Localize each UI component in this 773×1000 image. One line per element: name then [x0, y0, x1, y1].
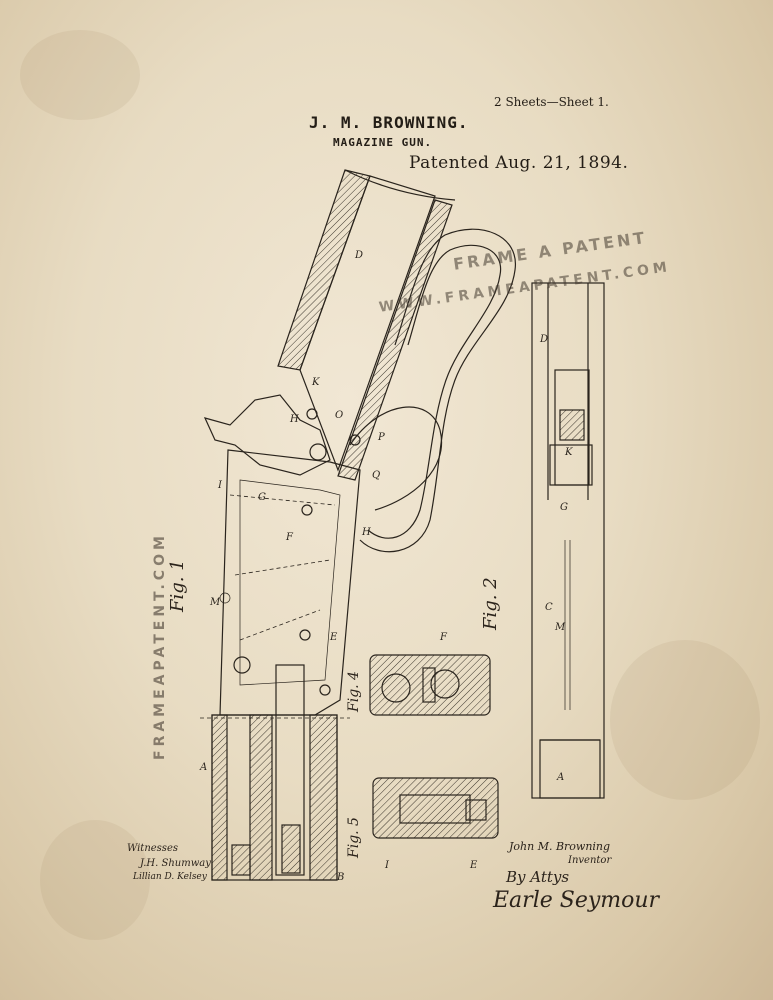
inventor-caption: Inventor: [568, 855, 612, 866]
svg-text:D: D: [539, 334, 548, 345]
inventor-name: J. M. BROWNING.: [309, 113, 469, 132]
svg-text:P: P: [377, 432, 385, 443]
patent-date: Patented Aug. 21, 1894.: [409, 153, 629, 173]
attorney-signature: Earle Seymour: [493, 888, 660, 913]
by-attorneys-label: By Attys: [506, 868, 570, 886]
figure-1-label: Fig. 1: [167, 559, 188, 612]
svg-text:K: K: [564, 447, 573, 458]
svg-text:F: F: [439, 632, 448, 643]
svg-text:D: D: [354, 250, 363, 261]
svg-text:H: H: [361, 527, 371, 538]
svg-text:I: I: [384, 860, 390, 871]
svg-text:E: E: [469, 860, 478, 871]
svg-text:A: A: [199, 762, 207, 773]
witnesses-label: Witnesses: [127, 843, 178, 854]
svg-text:B: B: [336, 872, 344, 883]
fig4-drawing: [369, 654, 491, 716]
svg-text:G: G: [258, 492, 266, 503]
witness-signature-1: J.H. Shumway: [140, 858, 211, 869]
svg-text:E: E: [329, 632, 338, 643]
svg-text:G: G: [560, 502, 568, 513]
svg-text:A: A: [556, 772, 564, 783]
paper-stain: [610, 640, 760, 800]
witness-signature-2: Lillian D. Kelsey: [133, 872, 207, 882]
svg-text:C: C: [545, 602, 553, 613]
figure-5-label: Fig. 5: [346, 817, 362, 858]
svg-text:I: I: [217, 480, 223, 491]
svg-text:K: K: [311, 377, 320, 388]
svg-text:O: O: [335, 410, 343, 421]
invention-title: MAGAZINE GUN.: [333, 136, 433, 149]
figure-4-label: Fig. 4: [346, 671, 362, 712]
inventor-signature: John M. Browning: [509, 840, 611, 853]
svg-text:F: F: [285, 532, 294, 543]
svg-text:M: M: [209, 597, 221, 608]
figure-2-label: Fig. 2: [480, 577, 501, 630]
paper-stain: [40, 820, 150, 940]
paper-stain: [20, 30, 140, 120]
svg-text:H: H: [289, 414, 299, 425]
fig5-drawing: [372, 777, 499, 839]
watermark-side-url: FRAMEAPATENT.COM: [152, 532, 168, 760]
svg-text:M: M: [554, 622, 566, 633]
fig2-drawing: [531, 282, 605, 799]
fig1-drawing: [200, 169, 516, 881]
svg-text:Q: Q: [372, 470, 380, 481]
sheet-number: 2 Sheets—Sheet 1.: [494, 95, 609, 109]
